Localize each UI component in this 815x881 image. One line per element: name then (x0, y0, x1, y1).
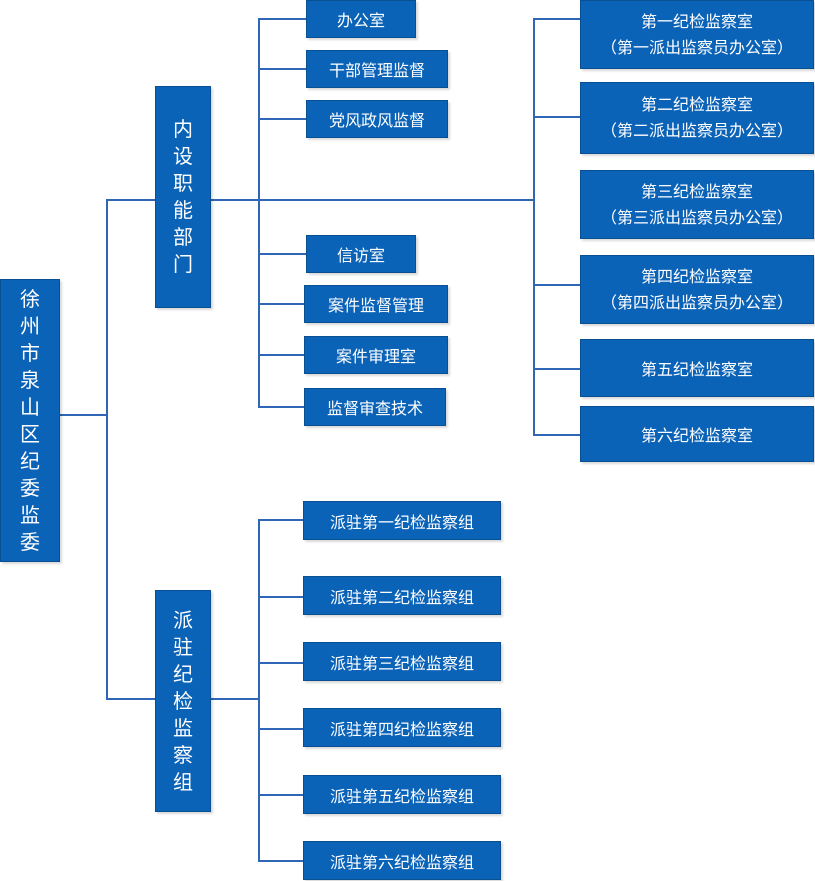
root-node: 徐州市泉山区纪委监委 (0, 279, 60, 562)
vertical-char: 委 (20, 529, 40, 554)
stationed-group-2: 派驻第二纪检监察组 (303, 576, 501, 615)
connector (258, 68, 306, 70)
connector (258, 406, 306, 408)
supervision-room-subtitle: （第一派出监察员办公室） (600, 37, 793, 57)
vertical-char: 监 (20, 502, 40, 527)
connector (106, 199, 156, 201)
supervision-room-3: 第三纪检监察室 （第三派出监察员办公室） (580, 170, 814, 239)
vertical-char: 能 (173, 198, 193, 222)
vertical-char: 内 (173, 117, 193, 141)
connector (258, 519, 260, 862)
connector (533, 284, 580, 286)
connector (258, 303, 306, 305)
connector (258, 860, 304, 862)
vertical-char: 区 (20, 421, 40, 446)
supervision-room-subtitle: （第四派出监察员办公室） (600, 292, 793, 312)
connector (106, 698, 156, 700)
vertical-char: 市 (20, 340, 40, 365)
connector (533, 18, 535, 436)
dept-case-review: 案件审理室 (304, 336, 448, 374)
supervision-room-title: 第一纪检监察室 (640, 11, 753, 31)
stationed-group-1: 派驻第一纪检监察组 (303, 501, 501, 540)
dept-tech-review: 监督审查技术 (304, 388, 446, 426)
connector (533, 434, 580, 436)
dept-cadre-supervision: 干部管理监督 (306, 50, 448, 88)
supervision-room-4: 第四纪检监察室 （第四派出监察员办公室） (580, 255, 814, 324)
vertical-char: 部 (173, 225, 193, 249)
connector (210, 199, 535, 201)
connector (258, 354, 306, 356)
dept-party-conduct: 党风政风监督 (306, 100, 448, 138)
stationed-group-5: 派驻第五纪检监察组 (303, 775, 501, 814)
vertical-char: 组 (173, 769, 193, 794)
connector (258, 18, 306, 20)
connector (533, 116, 580, 118)
branch-stationed-groups: 派驻纪检监察组 (155, 590, 211, 812)
vertical-char: 泉 (20, 367, 40, 392)
vertical-char: 察 (173, 742, 193, 767)
supervision-room-title: 第四纪检监察室 (640, 266, 753, 286)
dept-petition-office: 信访室 (306, 235, 416, 273)
supervision-room-2: 第二纪检监察室 （第二派出监察员办公室） (580, 82, 814, 154)
vertical-char: 委 (20, 475, 40, 500)
vertical-char: 职 (173, 171, 193, 195)
stationed-group-4: 派驻第四纪检监察组 (303, 708, 501, 747)
connector (210, 698, 260, 700)
stationed-group-3: 派驻第三纪检监察组 (303, 642, 501, 681)
supervision-room-5: 第五纪检监察室 (580, 339, 814, 397)
supervision-room-6: 第六纪检监察室 (580, 406, 814, 462)
vertical-char: 监 (173, 715, 193, 740)
vertical-char: 门 (173, 252, 193, 276)
connector (258, 253, 306, 255)
connector (258, 662, 304, 664)
connector (258, 18, 260, 408)
connector (106, 199, 108, 699)
supervision-room-title: 第二纪检监察室 (640, 95, 753, 114)
branch-internal-departments: 内设职能部门 (155, 86, 211, 308)
dept-case-supervision: 案件监督管理 (304, 285, 448, 323)
supervision-room-subtitle: （第三派出监察员办公室） (600, 207, 793, 227)
stationed-group-6: 派驻第六纪检监察组 (303, 841, 501, 880)
connector (59, 414, 107, 416)
supervision-room-subtitle: （第二派出监察员办公室） (600, 121, 793, 140)
vertical-char: 检 (173, 688, 193, 713)
supervision-room-title: 第三纪检监察室 (640, 181, 753, 201)
vertical-char: 纪 (20, 448, 40, 473)
vertical-char: 州 (20, 313, 40, 338)
vertical-char: 设 (173, 144, 193, 168)
vertical-char: 派 (173, 607, 193, 632)
connector (258, 794, 304, 796)
vertical-char: 徐 (20, 286, 40, 311)
dept-office: 办公室 (306, 0, 416, 38)
connector (258, 519, 304, 521)
vertical-char: 山 (20, 394, 40, 419)
connector (533, 368, 580, 370)
connector (533, 18, 580, 20)
connector (258, 728, 304, 730)
vertical-char: 纪 (173, 661, 193, 686)
supervision-room-1: 第一纪检监察室 （第一派出监察员办公室） (580, 0, 814, 69)
connector (258, 118, 306, 120)
connector (258, 596, 304, 598)
vertical-char: 驻 (173, 634, 193, 659)
